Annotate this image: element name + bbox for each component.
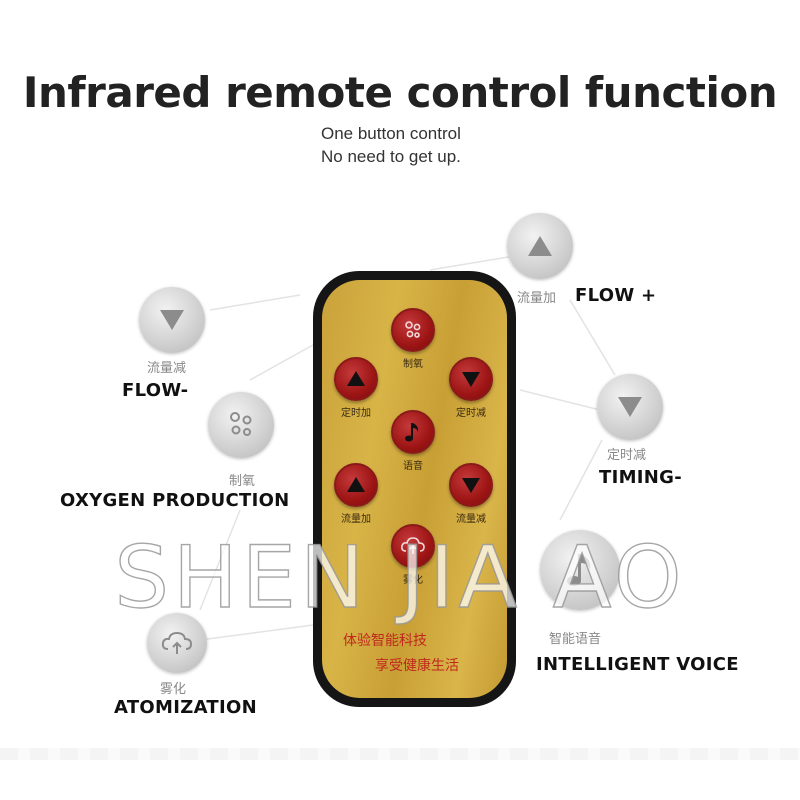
timing-down-en-label: TIMING-	[599, 467, 682, 488]
voice-en-label: INTELLIGENT VOICE	[536, 654, 739, 675]
triangle-down-icon	[449, 463, 493, 507]
remote-flow-up-button[interactable]: 流量加	[316, 463, 396, 525]
music-note-icon	[567, 554, 591, 586]
remote-voice-button[interactable]: 语音	[373, 410, 453, 472]
bubbles-icon	[230, 412, 252, 436]
atomization-cn-label: 雾化	[160, 682, 187, 697]
flow-down-feature-icon	[139, 287, 205, 353]
flow-up-cn-label: 流量加	[517, 291, 557, 306]
subtitle: One button control No need to get up.	[321, 122, 461, 168]
triangle-down-icon	[618, 397, 642, 417]
remote-oxygen-button[interactable]: 制氧	[373, 308, 453, 370]
timing-down-cn-label: 定时减	[607, 448, 647, 463]
triangle-up-icon	[334, 463, 378, 507]
voice-cn-label: 智能语音	[549, 632, 602, 647]
remote-oxygen-label: 制氧	[403, 359, 423, 370]
music-note-icon	[391, 410, 435, 454]
flow-up-en-label: FLOW +	[575, 285, 657, 306]
subtitle-line-2: No need to get up.	[321, 147, 461, 166]
oxygen-cn-label: 制氧	[229, 474, 256, 489]
remote-flow-up-label: 流量加	[341, 514, 371, 525]
oxygen-en-label: OXYGEN PRODUCTION	[60, 490, 290, 511]
remote-timer-down-button[interactable]: 定时减	[431, 357, 511, 419]
remote-timer-up-button[interactable]: 定时加	[316, 357, 396, 419]
remote-slogan-line-1: 体验智能科技	[343, 633, 427, 649]
cloud-upload-icon	[391, 524, 435, 568]
remote-atomize-button[interactable]: 雾化	[373, 524, 453, 586]
remote-flow-down-label: 流量减	[456, 514, 486, 525]
triangle-down-icon	[160, 310, 184, 330]
voice-feature-icon	[540, 530, 620, 610]
remote-atomize-label: 雾化	[403, 575, 423, 586]
page-title: Infrared remote control function	[22, 68, 778, 117]
atomization-en-label: ATOMIZATION	[114, 697, 257, 718]
flow-down-en-label: FLOW-	[122, 380, 189, 401]
bottom-strip	[0, 748, 800, 760]
remote-timer-down-label: 定时减	[456, 408, 486, 419]
bubbles-icon	[391, 308, 435, 352]
subtitle-line-1: One button control	[321, 124, 461, 143]
remote-slogan-line-2: 享受健康生活	[375, 658, 459, 674]
triangle-down-icon	[449, 357, 493, 401]
atomization-feature-icon	[147, 613, 207, 673]
remote-flow-down-button[interactable]: 流量减	[431, 463, 511, 525]
triangle-up-icon	[334, 357, 378, 401]
flow-down-cn-label: 流量减	[147, 361, 187, 376]
triangle-up-icon	[528, 236, 552, 256]
cloud-upload-icon	[161, 631, 193, 654]
flow-up-feature-icon	[507, 213, 573, 279]
remote-timer-up-label: 定时加	[341, 408, 371, 419]
timing-down-feature-icon	[597, 374, 663, 440]
oxygen-feature-icon	[208, 392, 274, 458]
remote-voice-label: 语音	[403, 461, 423, 472]
